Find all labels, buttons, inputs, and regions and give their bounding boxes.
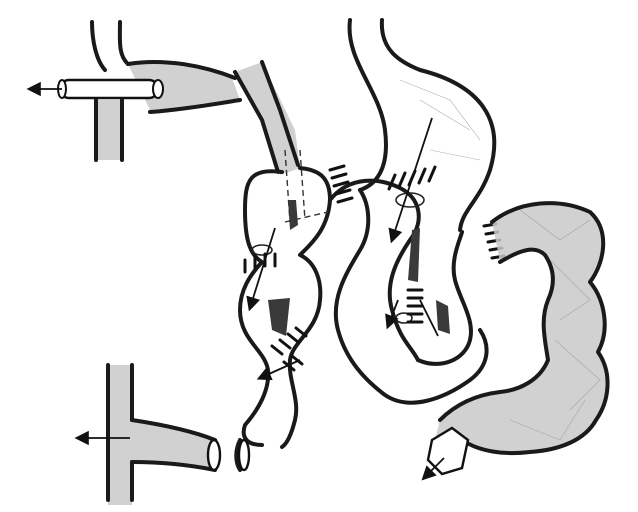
lower-duct-stoma — [108, 365, 249, 505]
colon-segment — [428, 203, 608, 474]
drainage-tube — [58, 80, 163, 98]
duct-channel — [235, 62, 300, 175]
central-bowel-loops — [240, 150, 487, 447]
stomach-loop — [350, 20, 495, 230]
suture-lines — [245, 166, 504, 370]
